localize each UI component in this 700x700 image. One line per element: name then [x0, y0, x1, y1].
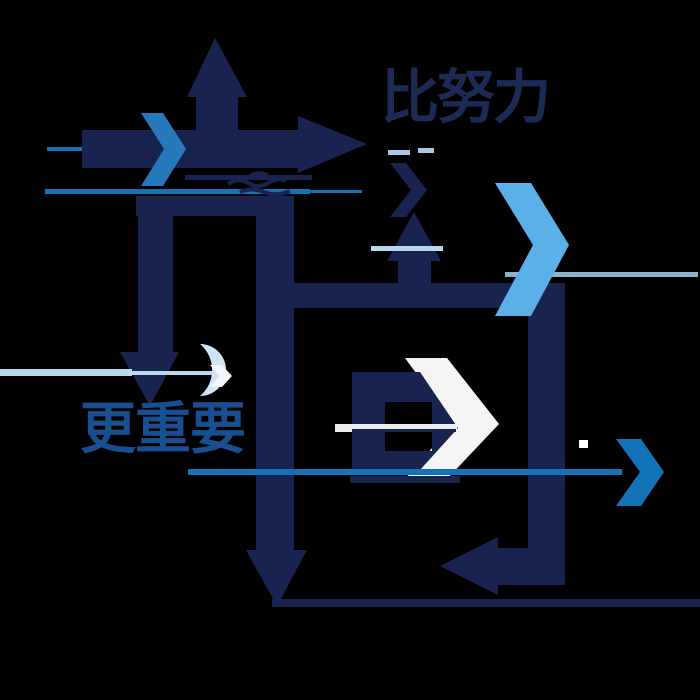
chevron-bright-blue-icon — [616, 439, 664, 506]
chevron-sky-blue-icon — [495, 183, 569, 316]
bracket-frame-icon — [136, 196, 294, 552]
navy-line-under-blue-icon — [350, 476, 460, 483]
white-dot-icon — [579, 440, 588, 448]
streak-core-line-icon — [352, 429, 456, 432]
chevron-tiny-white-icon — [210, 365, 232, 387]
scribble-strokes-icon — [226, 171, 291, 197]
blue-line-lower-icon — [188, 469, 622, 475]
blue-line-long-icon — [45, 189, 310, 194]
bottom-line-icon — [272, 599, 700, 607]
steel-line-icon — [505, 272, 698, 277]
up-arrow-icon — [187, 38, 247, 131]
chevron-navy-icon — [390, 163, 427, 217]
pale-line-under-small-arrow-icon — [371, 246, 443, 251]
pale-dashes-icon — [388, 148, 434, 155]
blue-line-short-icon — [47, 147, 92, 151]
navy-thin-line-icon — [185, 175, 312, 180]
phrase-geng-zhong-yao: 更重要 — [80, 397, 246, 462]
pale-line-left-icon — [0, 369, 216, 376]
down-arrowhead-small-icon — [120, 352, 179, 406]
white-streak-icon — [335, 424, 457, 432]
phrase-bi-nu-li: 比努力 — [381, 63, 551, 131]
pentagon-arrow-icon — [352, 372, 458, 470]
chevron-left-blue-icon — [141, 113, 186, 186]
down-left-arrow-icon — [440, 283, 565, 595]
down-arrowhead-big-icon — [246, 550, 307, 606]
blue-line-long-tail-icon — [310, 190, 362, 193]
right-arrow-icon — [82, 116, 367, 173]
